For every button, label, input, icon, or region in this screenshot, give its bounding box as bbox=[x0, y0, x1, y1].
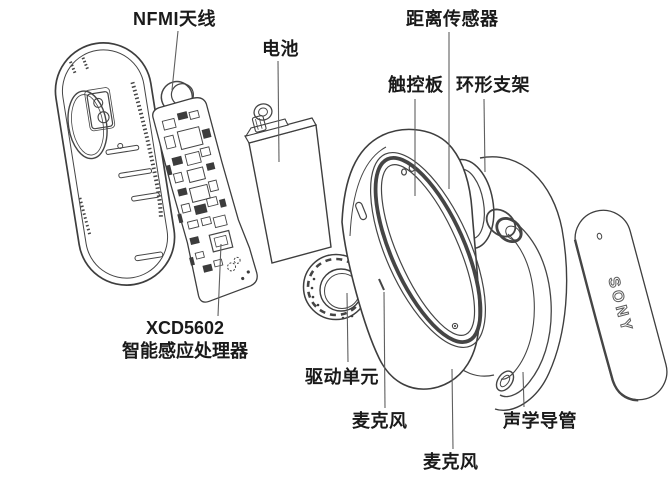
duct-opening bbox=[495, 370, 515, 392]
label-touchpad: 触控板 bbox=[388, 75, 444, 95]
side-button bbox=[355, 201, 368, 221]
label-processor-name: 智能感应处理器 bbox=[122, 341, 248, 361]
leader-line-battery bbox=[277, 60, 280, 163]
leader-line-driver-unit bbox=[346, 292, 349, 363]
xcd5602-chip bbox=[208, 229, 234, 253]
label-nfmi-antenna: NFMI天线 bbox=[133, 9, 216, 29]
label-microphone-bottom: 麦克风 bbox=[423, 452, 479, 472]
leader-line-ring-bracket bbox=[483, 98, 486, 173]
leader-line-microphone-bottom bbox=[451, 368, 454, 450]
battery-connector bbox=[253, 103, 273, 121]
leader-line-processor bbox=[217, 243, 222, 317]
label-distance-sensor: 距离传感器 bbox=[406, 9, 499, 29]
sensor-dot bbox=[401, 168, 408, 176]
label-battery: 电池 bbox=[262, 39, 299, 59]
sony-cover-drawing: SONY bbox=[573, 209, 668, 402]
cover-latch bbox=[86, 91, 114, 130]
circuit-board-drawing bbox=[152, 80, 258, 303]
label-acoustic-duct: 声学导管 bbox=[503, 411, 577, 431]
leader-line-acoustic-duct bbox=[522, 371, 525, 408]
back-cover-drawing bbox=[54, 42, 176, 286]
speaker-port bbox=[485, 208, 517, 238]
leader-line-microphone-left bbox=[383, 291, 386, 409]
leader-lines bbox=[171, 30, 525, 450]
earbud-body-drawing bbox=[341, 128, 487, 390]
leader-line-nfmi-antenna bbox=[171, 30, 179, 91]
battery-drawing bbox=[244, 103, 332, 264]
label-processor: XCD5602 智能感应处理器 bbox=[118, 317, 252, 363]
cover-hole bbox=[596, 232, 603, 240]
touchpad-oval bbox=[369, 151, 487, 349]
label-driver-unit: 驱动单元 bbox=[305, 367, 379, 387]
label-ring-bracket: 环形支架 bbox=[456, 75, 530, 95]
label-processor-model: XCD5602 bbox=[145, 318, 225, 338]
label-microphone-left: 麦克风 bbox=[352, 411, 408, 431]
